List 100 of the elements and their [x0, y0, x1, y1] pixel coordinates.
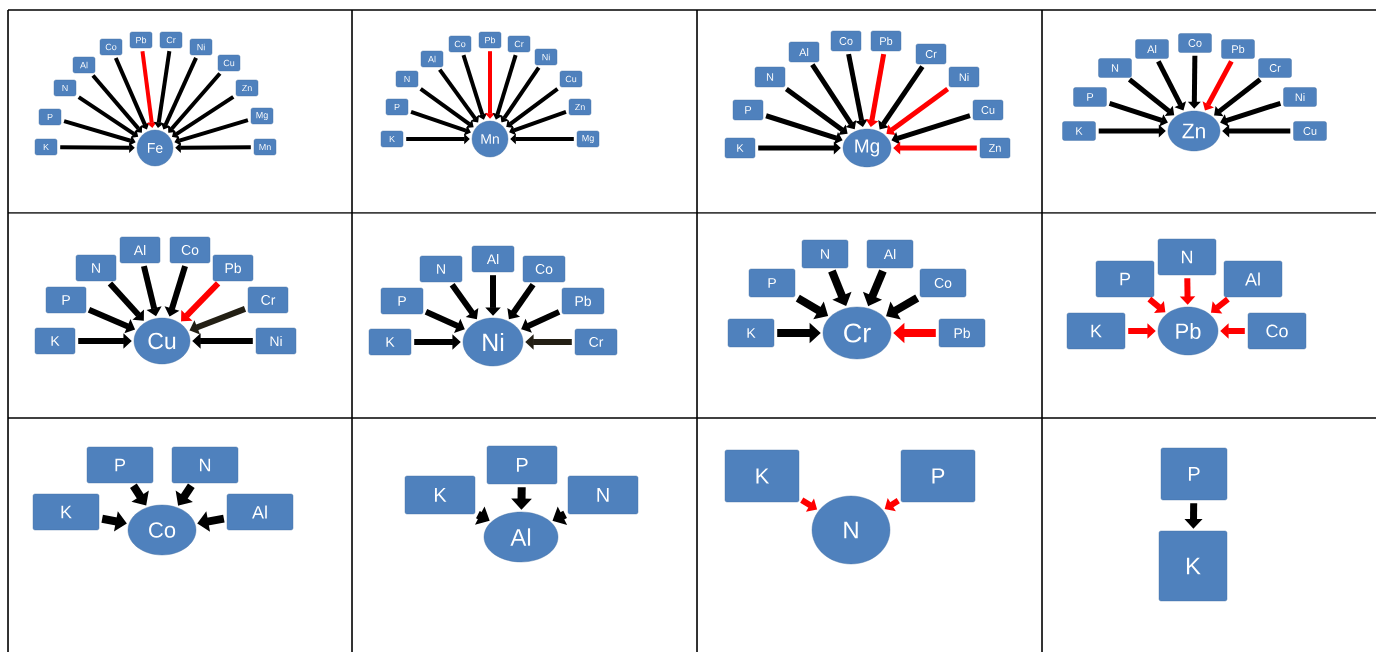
element-box: Al [420, 50, 444, 68]
element-box: K [34, 327, 76, 355]
arrow [140, 50, 157, 128]
element-box: Mg [250, 107, 274, 125]
element-box: Ni [255, 327, 297, 355]
element-box: Mg [576, 130, 600, 148]
arrow [424, 309, 465, 333]
element-box: Co [1247, 312, 1307, 350]
element-box: Zn [568, 98, 592, 116]
element-box: Ni [534, 48, 558, 66]
arrow [181, 281, 221, 322]
arrow [784, 86, 848, 135]
element-box: Pb [129, 31, 153, 49]
ellipse-node: Zn [1167, 110, 1221, 152]
element-box: P [486, 445, 558, 485]
element-box: N [567, 475, 639, 515]
arrow [449, 282, 479, 320]
element-box: Cr [574, 328, 618, 356]
arrow [1214, 77, 1262, 117]
element-box: Pb [1221, 39, 1255, 59]
element-box: Cr [1258, 58, 1292, 78]
element-box: K [1062, 121, 1096, 141]
arrow [1220, 100, 1282, 127]
element-box: K [724, 137, 756, 159]
element-box: Pb [938, 318, 986, 348]
element-box: Pb [478, 31, 502, 49]
element-box: K [1158, 530, 1228, 602]
arrow [1156, 60, 1187, 111]
element-box: N [395, 70, 419, 88]
ellipse-node: Al [483, 511, 559, 563]
ellipse-node: Pb [1157, 306, 1219, 356]
element-box: P [385, 98, 409, 116]
element-box: N [75, 254, 117, 282]
arrow [461, 54, 488, 120]
element-box: Cr [159, 31, 183, 49]
element-box: K [32, 493, 100, 531]
arrow [884, 498, 900, 512]
element-box: P [732, 99, 764, 121]
element-box: Cr [915, 43, 947, 65]
arrow [886, 294, 920, 320]
element-box: P [1073, 87, 1107, 107]
arrow [438, 68, 480, 123]
element-box: N [801, 239, 849, 269]
element-box: Cu [217, 54, 241, 72]
element-box: P [38, 108, 62, 126]
arrow [506, 87, 559, 128]
element-box: Al [471, 245, 515, 273]
arrow [891, 113, 971, 145]
ellipse-node: Mn [471, 120, 509, 158]
element-box: P [1095, 260, 1155, 298]
element-box: K [404, 475, 476, 515]
arrow [60, 142, 135, 153]
element-box: P [86, 446, 154, 484]
element-box: N [419, 255, 463, 283]
element-box: K [380, 130, 404, 148]
arrow [77, 95, 139, 138]
element-box: Ni [189, 38, 213, 56]
arrow [113, 57, 150, 130]
element-box: Cu [559, 70, 583, 88]
element-box: Co [169, 236, 211, 264]
element-box: K [368, 328, 412, 356]
element-box: K [1066, 312, 1126, 350]
element-box: Co [522, 255, 566, 283]
arrow [91, 74, 143, 133]
ellipse-node: N [811, 495, 891, 565]
element-box: Co [1178, 33, 1212, 53]
element-box: Al [72, 56, 96, 74]
ellipse-node: Co [127, 504, 197, 556]
element-box: Al [119, 236, 161, 264]
ellipse-node: Cr [822, 306, 892, 360]
element-box: Mn [253, 138, 277, 156]
element-box: K [724, 449, 800, 503]
element-box: N [754, 66, 786, 88]
arrow [107, 281, 144, 321]
arrow [886, 86, 950, 135]
element-box: Al [1223, 260, 1283, 298]
arrow [521, 309, 561, 333]
element-box: Cu [1293, 121, 1327, 141]
arrow [878, 65, 925, 130]
element-box: Ni [1283, 87, 1317, 107]
arrow [810, 63, 857, 130]
element-box: K [34, 138, 58, 156]
arrow [168, 72, 222, 133]
arrow [500, 66, 541, 123]
arrow [130, 483, 149, 506]
element-box: Co [830, 30, 862, 52]
element-box: P [380, 287, 424, 315]
element-box: Pb [870, 30, 902, 52]
arrow [189, 306, 247, 335]
element-box: P [748, 268, 796, 298]
element-box: Zn [235, 79, 259, 97]
element-box: Co [919, 268, 967, 298]
element-box: Al [226, 493, 294, 531]
ellipse-node: Cu [133, 317, 191, 365]
element-box: K [727, 318, 775, 348]
element-box: Co [99, 38, 123, 56]
element-box: N [171, 446, 239, 484]
ellipse-node: Ni [462, 317, 524, 367]
element-box: Cr [507, 35, 531, 53]
arrow [509, 110, 567, 136]
